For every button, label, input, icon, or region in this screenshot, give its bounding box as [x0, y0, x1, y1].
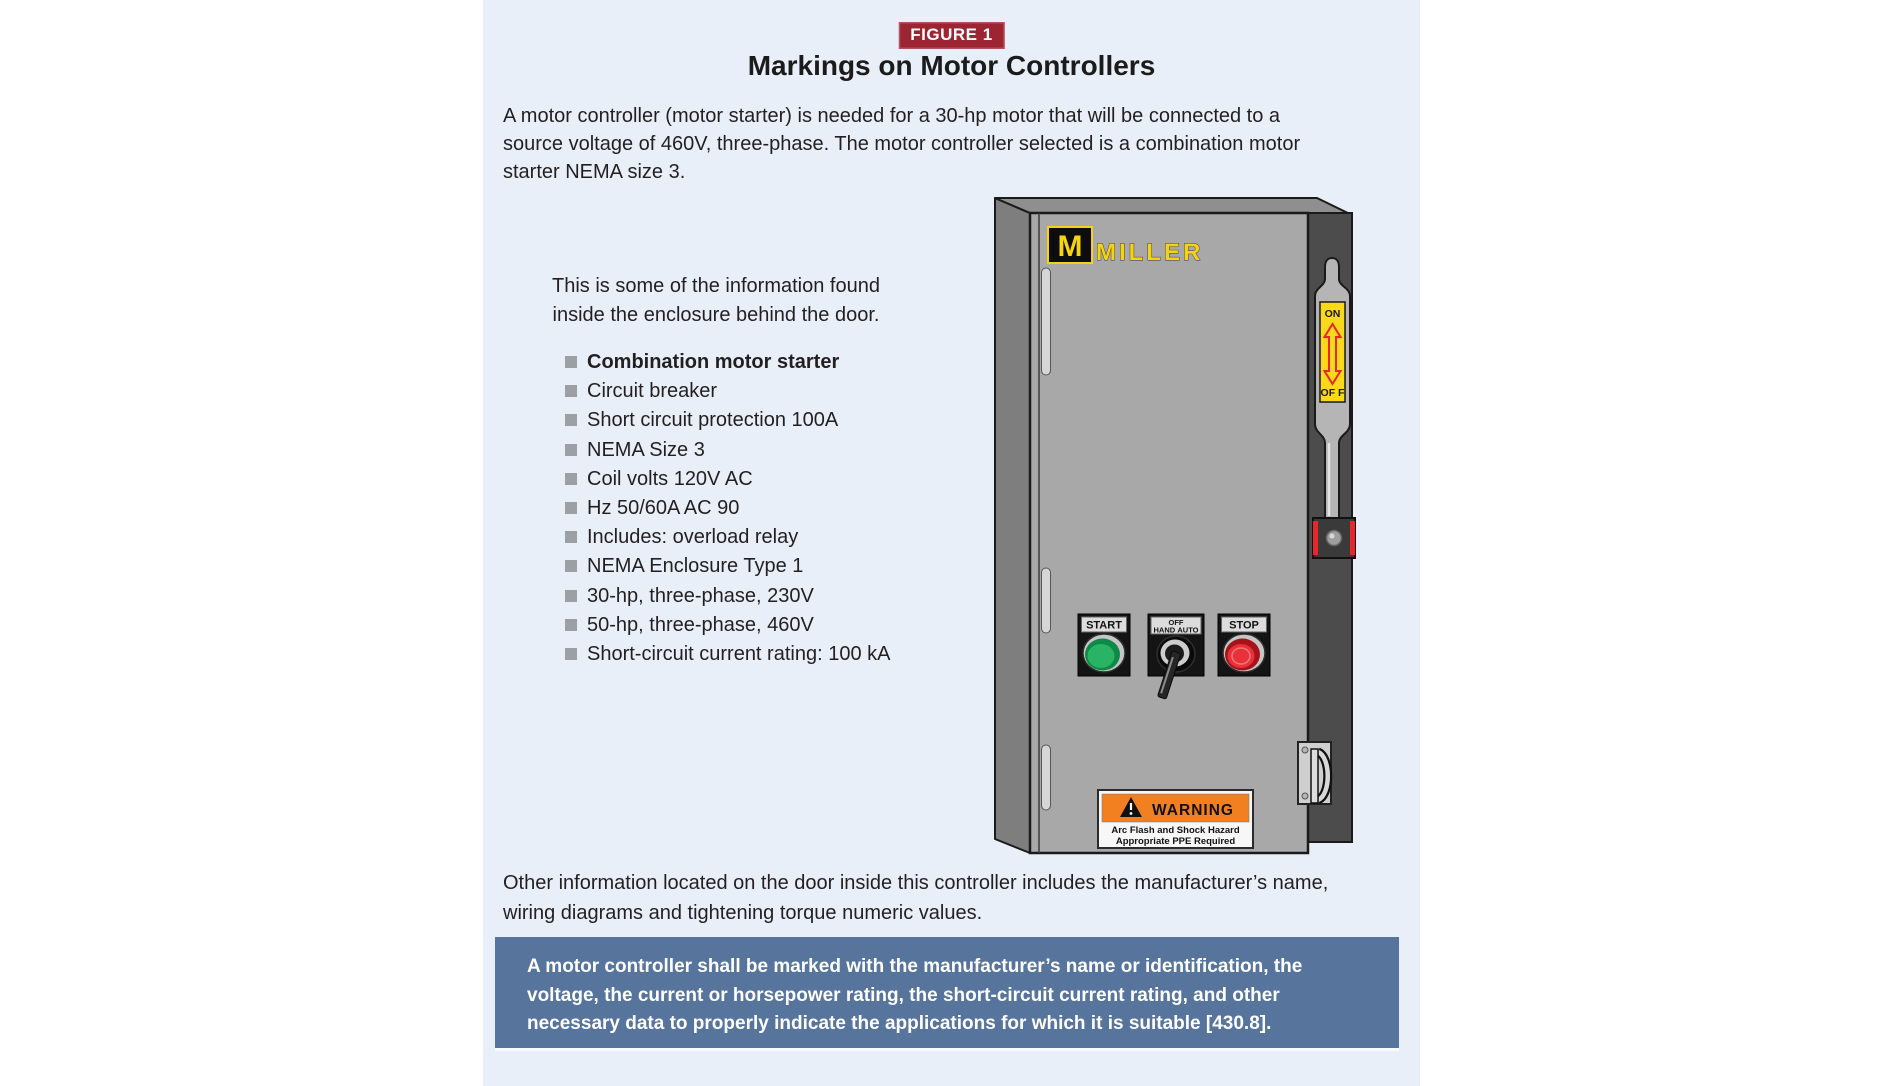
list-item-label: Hz 50/60A AC 90 [587, 496, 740, 519]
hinge-pin [1041, 567, 1051, 634]
closing-paragraph: Other information located on the door in… [503, 868, 1328, 928]
list-item: Circuit breaker [565, 380, 890, 409]
square-bullet-icon [565, 443, 577, 456]
enclosure-left-face [994, 197, 1031, 854]
intro-line: starter NEMA size 3. [503, 161, 686, 183]
clamp-red-accent [1313, 521, 1318, 555]
square-bullet-icon [565, 589, 577, 602]
code-rule-callout: A motor controller shall be marked with … [495, 937, 1399, 1048]
brand-initial: M [1058, 230, 1083, 263]
warning-title: WARNING [1152, 802, 1234, 819]
hinge-pin [1041, 267, 1051, 376]
figure-title: Markings on Motor Controllers [747, 50, 1156, 81]
enclosure-door [1028, 211, 1310, 855]
hand-off-auto-selector: OFF HAND AUTO [1147, 613, 1205, 700]
list-item: NEMA Enclosure Type 1 [565, 555, 890, 584]
intro-paragraph: A motor controller (motor starter) is ne… [503, 102, 1300, 186]
clamp-red-accent [1350, 521, 1355, 555]
list-item-label: NEMA Size 3 [587, 438, 705, 461]
selector-off-label: OFF [1169, 618, 1184, 627]
list-item: 30-hp, three-phase, 230V [565, 585, 890, 614]
list-item-label: Coil volts 120V AC [587, 467, 753, 490]
intro-line: A motor controller (motor starter) is ne… [503, 105, 1281, 127]
list-item-label: Circuit breaker [587, 380, 718, 403]
list-item: NEMA Size 3 [565, 439, 890, 468]
motor-controller-illustration: M MILLER ON OF F START [983, 190, 1368, 870]
start-button: START [1077, 613, 1131, 677]
warning-line2: Appropriate PPE Required [1116, 836, 1235, 847]
warning-line1: Arc Flash and Shock Hazard [1111, 825, 1239, 836]
list-item: Coil volts 120V AC [565, 468, 890, 497]
list-item: Short-circuit current rating: 100 kA [565, 643, 890, 672]
square-bullet-icon [565, 618, 577, 631]
clamp-pivot-highlight [1329, 533, 1335, 539]
door-latch-handle [1297, 741, 1333, 805]
selector-hand-label: HAND [1154, 626, 1176, 635]
list-item: Short circuit protection 100A [565, 409, 890, 438]
clamp-pivot-screw [1325, 529, 1343, 547]
square-bullet-icon [565, 560, 577, 573]
stop-label: STOP [1229, 620, 1259, 632]
figure-badge: FIGURE 1 [898, 22, 1005, 49]
enclosure-svg: M MILLER ON OF F START [994, 197, 1356, 855]
list-item: 50-hp, three-phase, 460V [565, 614, 890, 643]
hinge-pin [1041, 744, 1051, 811]
off-label: OF F [1321, 387, 1345, 399]
list-item-label: Short-circuit current rating: 100 kA [587, 642, 891, 665]
list-item-label: NEMA Enclosure Type 1 [587, 555, 804, 578]
square-bullet-icon [565, 472, 577, 485]
square-bullet-icon [565, 501, 577, 514]
callout-line: voltage, the current or horsepower ratin… [527, 984, 1280, 1006]
list-item: Hz 50/60A AC 90 [565, 497, 890, 526]
info-heading-line: This is some of the information found [552, 275, 880, 297]
on-label: ON [1325, 308, 1341, 320]
list-item: Combination motor starter [565, 351, 890, 380]
callout-line: necessary data to properly indicate the … [527, 1013, 1272, 1034]
figure-panel: FIGURE 1 Markings on Motor Controllers A… [483, 0, 1420, 1086]
square-bullet-icon [565, 414, 577, 427]
start-label: START [1086, 620, 1122, 632]
selector-auto-label: AUTO [1177, 626, 1198, 635]
on-off-arrow-icon [1322, 322, 1343, 386]
square-bullet-icon [565, 356, 577, 368]
callout-line: A motor controller shall be marked with … [527, 956, 1303, 977]
info-heading-line: inside the enclosure behind the door. [552, 304, 880, 326]
intro-line: source voltage of 460V, three-phase. The… [503, 133, 1301, 155]
list-item-label: Short circuit protection 100A [587, 409, 839, 432]
list-item: Includes: overload relay [565, 526, 890, 555]
marking-list: Combination motor starter Circuit breake… [565, 351, 890, 672]
list-item-label: Includes: overload relay [587, 526, 799, 549]
brand-name: MILLER [1096, 239, 1203, 266]
list-item-label: Combination motor starter [587, 351, 840, 373]
square-bullet-icon [565, 385, 577, 398]
selector-lever [1157, 650, 1181, 700]
warning-label: WARNING Arc Flash and Shock Hazard Appro… [1097, 789, 1254, 849]
stop-button: STOP [1217, 613, 1271, 677]
closing-line: wiring diagrams and tightening torque nu… [503, 902, 983, 924]
closing-line: Other information located on the door in… [503, 872, 1329, 894]
brand-logo-box [1047, 226, 1093, 264]
square-bullet-icon [565, 647, 577, 660]
list-item-label: 30-hp, three-phase, 230V [587, 584, 814, 607]
list-item-label: 50-hp, three-phase, 460V [587, 613, 814, 636]
square-bullet-icon [565, 531, 577, 544]
info-heading: This is some of the information found in… [513, 272, 919, 330]
